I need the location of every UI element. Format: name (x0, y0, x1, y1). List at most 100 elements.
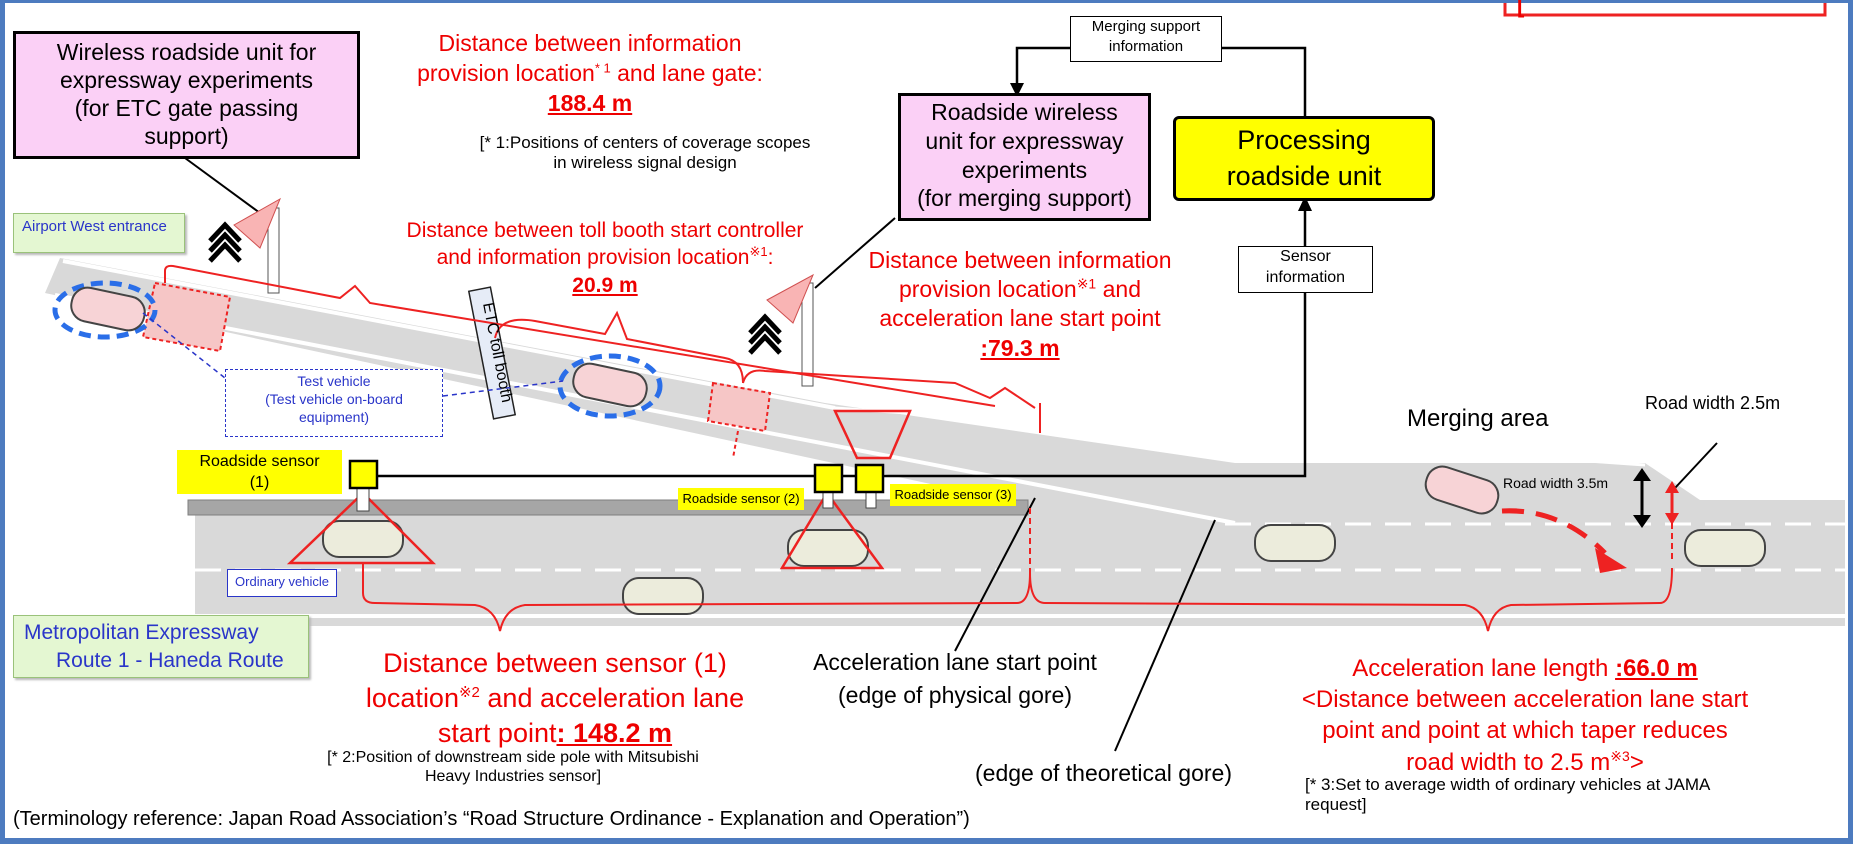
brace-1482 (362, 563, 1031, 632)
footnote-line: [* 3:Set to average width of ordinary ve… (1305, 775, 1711, 794)
processing-unit: Processing roadside unit (1173, 116, 1435, 201)
chevron-up-icon (208, 221, 242, 263)
dist-text: : (767, 246, 774, 270)
callout-line (184, 157, 261, 214)
dist-text: provision location (417, 59, 595, 86)
dist-text: provision location (898, 276, 1077, 303)
processing-line: roadside unit (1226, 161, 1382, 192)
dist-line: acceleration lane start point (879, 305, 1161, 332)
label-line: (edge of physical gore) (838, 682, 1072, 709)
coverage-zone (141, 281, 232, 353)
title-box (1503, 3, 1827, 17)
sensor-1-icon (348, 459, 379, 490)
footnote-1: [* 1:Positions of centers of coverage sc… (425, 133, 865, 174)
info-line-text: information (1265, 268, 1346, 286)
rsu-etc-line: (for ETC gate passing (74, 95, 299, 122)
rsu-etc-line: support) (144, 123, 229, 150)
dist-text: and (1096, 276, 1141, 303)
rsu-merge-line: Roadside wireless (931, 99, 1118, 125)
dist-line: Distance between information (438, 30, 742, 56)
arrow-down-icon (1665, 513, 1679, 525)
label-line: Roadside sensor (199, 453, 320, 470)
footnote-mark: ※2 (458, 684, 480, 702)
rsu-etc-box: Wireless roadside unit for expressway ex… (13, 31, 360, 159)
dist-text: road width to 2.5 m (1406, 748, 1611, 776)
footnote-line: [* 1:Positions of centers of coverage sc… (479, 133, 811, 152)
rsu-merge-line: experiments (961, 156, 1088, 183)
label-line: (1) (249, 473, 270, 491)
arrow-up-icon (1298, 196, 1312, 211)
sensor-info: Sensor information (1238, 246, 1373, 293)
dist-value: :66.0 m (1615, 655, 1698, 682)
rsu-etc-line: expressway experiments (59, 67, 314, 94)
route-line: Metropolitan Expressway (24, 621, 259, 644)
test-vehicle (572, 362, 648, 408)
leader-line (442, 380, 564, 397)
gore-line (834, 406, 1646, 467)
dist-line: Acceleration lane length :66.0 m (1280, 653, 1770, 684)
dist-value: 20.9 m (572, 273, 638, 297)
callout-line (1674, 442, 1718, 489)
coverage-zone (706, 381, 772, 433)
sensor-range (779, 490, 885, 570)
terminology-note: (Terminology reference: Japan Road Assoc… (13, 808, 970, 830)
footnote-line: in wireless signal design (553, 153, 737, 173)
dist-text: and acceleration lane (479, 683, 745, 714)
guardrail (187, 499, 1029, 516)
sensor-range (286, 491, 437, 565)
ramp-edge-line (62, 259, 836, 410)
dist-line: provision location* 1 and lane gate: (365, 59, 815, 89)
diagram-graphics (45, 3, 1845, 752)
sensor-range (833, 409, 912, 460)
dist-accel-start: Distance between information provision l… (840, 246, 1200, 363)
arrow-down-icon (1010, 83, 1024, 97)
dist-value: : 148.2 m (556, 718, 673, 749)
brace-209 (494, 310, 744, 384)
footnote-line: Heavy Industries sensor] (424, 768, 602, 786)
test-vehicle (70, 286, 146, 332)
arrow-icon (1595, 548, 1627, 573)
label-line: (Test vehicle on-board (265, 391, 403, 408)
brace-660 (1029, 567, 1673, 632)
dist-line: Distance between toll booth start contro… (406, 219, 804, 242)
dist-text: and information provision location (436, 246, 750, 270)
dist-line: point and point at which taper reduces (1322, 717, 1728, 745)
label-line: Test vehicle (297, 373, 371, 389)
footnote-line: request] (1305, 794, 1367, 814)
vehicle-highlight (52, 280, 158, 340)
rsu-merge-line: (for merging support) (917, 185, 1132, 212)
footnote-mark: ※3 (1610, 747, 1630, 764)
accel-start-label: Acceleration lane start point (edge of p… (780, 646, 1130, 713)
callout-line (814, 217, 896, 289)
footnote-3: [* 3:Set to average width of ordinary ve… (1305, 775, 1845, 814)
chevron-up-icon (748, 313, 782, 355)
dist-line: road width to 2.5 m※3> (1280, 747, 1770, 778)
route-line: Route 1 - Haneda Route (56, 649, 284, 673)
road-width-35-label: Road width 3.5m (1503, 475, 1609, 491)
arrow-up-icon (1633, 468, 1651, 481)
label-line: Acceleration lane start point (813, 649, 1097, 675)
dist-line: location※2 and acceleration lane (330, 681, 780, 716)
label-line: equipment) (298, 409, 370, 426)
dist-line: Distance between sensor (1) (383, 648, 727, 678)
footnote-line: [* 2:Position of downstream side pole wi… (327, 749, 699, 766)
dist-text: Acceleration lane length (1352, 655, 1616, 682)
antenna-icon (233, 197, 282, 249)
ordinary-vehicle (622, 577, 704, 615)
dist-text: > (1629, 748, 1644, 776)
arrow-up-icon (1665, 481, 1679, 493)
footnote-mark: ※1 (749, 244, 768, 260)
dist-text: and lane gate: (610, 59, 763, 86)
ordinary-vehicle (322, 520, 404, 558)
ordinary-vehicle (787, 529, 869, 567)
callout-line (954, 497, 1036, 652)
footnote-mark: ※1 (1076, 275, 1097, 292)
brace-188 (164, 264, 996, 407)
rsu-merge-box: Roadside wireless unit for expressway ex… (898, 93, 1151, 221)
dist-line: start point: 148.2 m (330, 716, 780, 751)
merge-path (1501, 508, 1607, 555)
processing-line: Processing (1237, 125, 1371, 155)
info-line-text: Sensor (1280, 248, 1331, 265)
airport-entrance: Airport West entrance (13, 213, 185, 253)
